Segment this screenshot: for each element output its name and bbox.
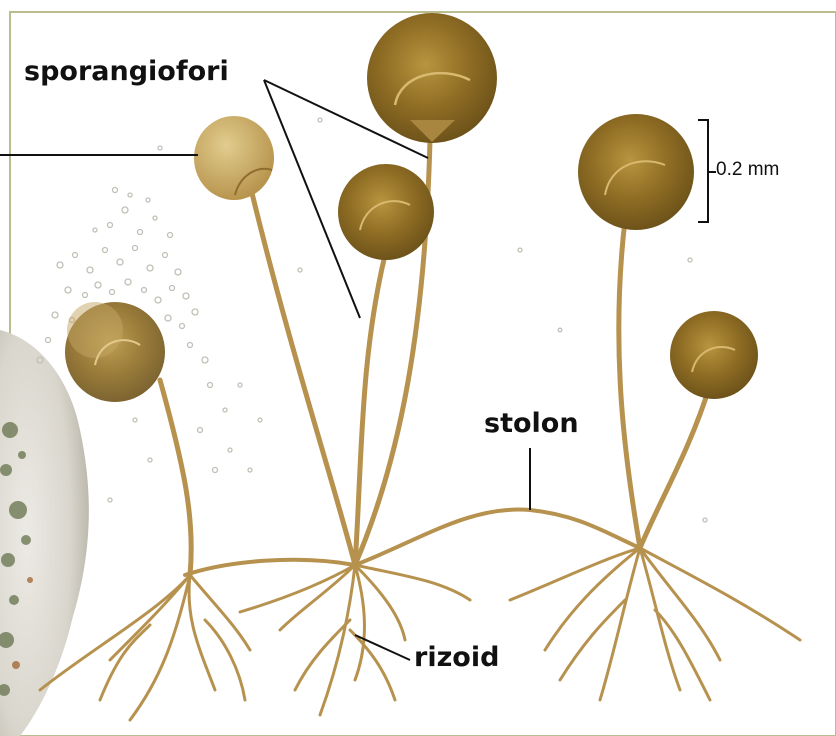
sporangium-right-large	[578, 114, 694, 230]
label-stolon: stolon	[484, 408, 579, 439]
bread-crust	[0, 330, 89, 736]
label-scale-bar: 0.2 mm	[716, 159, 779, 181]
stalk-small-mid	[355, 255, 385, 565]
sporangium-mid	[338, 164, 434, 260]
stalk-left	[160, 380, 191, 575]
young-sporangium	[194, 116, 274, 200]
sporangium-large	[367, 13, 497, 143]
rhizoids	[40, 548, 800, 720]
stalk-right-tall	[619, 220, 640, 548]
label-rizoid: rizoid	[414, 642, 499, 673]
stalk-right-small	[640, 385, 710, 548]
stolon-hypha	[185, 510, 640, 575]
sporangium-bursting	[65, 302, 165, 402]
label-sporangiofori: sporangiofori	[24, 56, 229, 87]
stalk-young	[250, 185, 355, 565]
scale-bar	[698, 120, 716, 222]
sporangium-right-small	[670, 311, 758, 399]
